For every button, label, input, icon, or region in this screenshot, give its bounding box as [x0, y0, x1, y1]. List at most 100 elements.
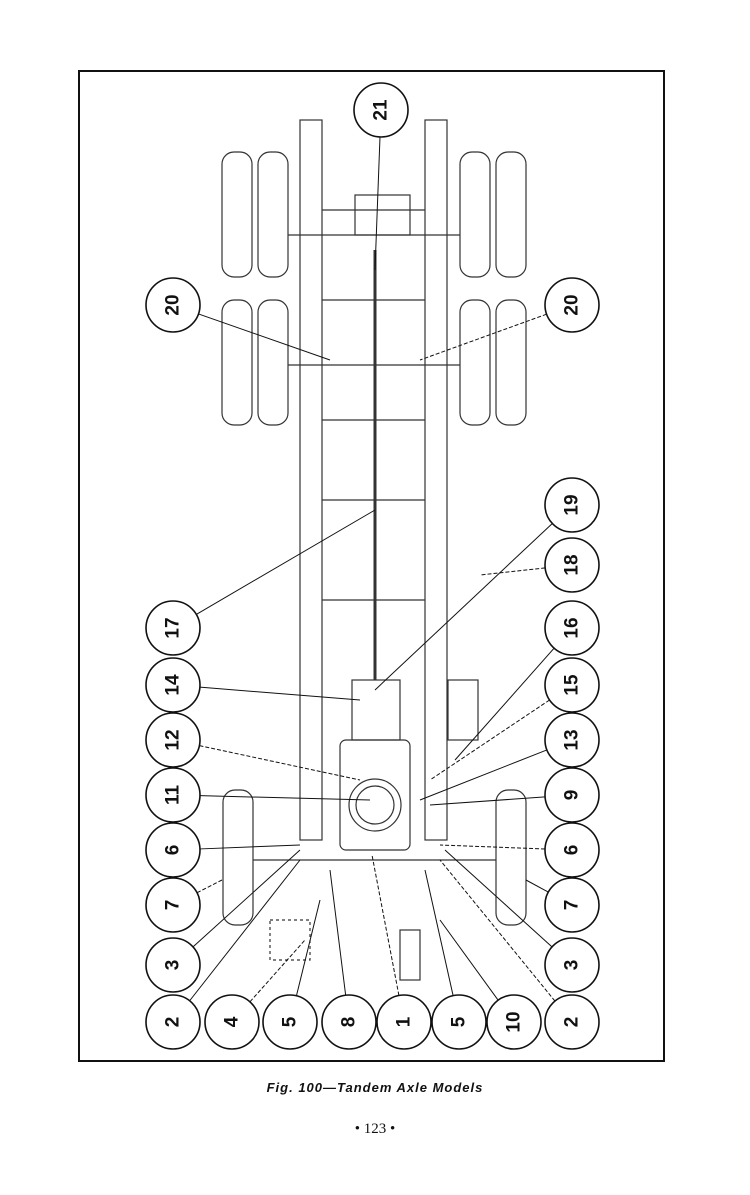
- callout-circle: [145, 877, 201, 933]
- callout-11: 11: [145, 767, 201, 823]
- callout-7: 7: [145, 877, 201, 933]
- leader-line: [329, 869, 347, 996]
- diagram-frame: [78, 70, 665, 1062]
- callout-circle: [204, 994, 260, 1050]
- callout-21: 21: [353, 82, 409, 138]
- callout-number: 7: [562, 900, 583, 911]
- callout-number: 5: [449, 1016, 470, 1027]
- callout-12: 12: [145, 712, 201, 768]
- leader-line: [199, 844, 301, 850]
- callout-number: 13: [562, 729, 583, 750]
- callout-number: 4: [222, 1016, 243, 1027]
- callout-4: 4: [204, 994, 260, 1050]
- callout-circle: [145, 600, 201, 656]
- callout-circle: [544, 657, 600, 713]
- callout-3: 3: [544, 937, 600, 993]
- leader-line: [199, 795, 371, 801]
- callout-number: 7: [163, 900, 184, 911]
- callout-number: 20: [163, 294, 184, 315]
- callout-number: 1: [394, 1016, 415, 1027]
- callout-number: 20: [562, 294, 583, 315]
- callout-number: 21: [371, 99, 392, 121]
- callout-circle: [145, 767, 201, 823]
- callout-circle: [544, 712, 600, 768]
- callout-circle: [486, 994, 542, 1050]
- leader-line: [374, 523, 553, 691]
- callout-circle: [544, 822, 600, 878]
- callout-14: 14: [145, 657, 201, 713]
- callout-20: 20: [544, 277, 600, 333]
- callout-6: 6: [544, 822, 600, 878]
- callout-circle: [145, 712, 201, 768]
- leader-line: [439, 919, 499, 1001]
- callout-number: 6: [562, 845, 583, 856]
- leader-line: [439, 844, 546, 850]
- leader-line: [196, 509, 376, 615]
- callout-18: 18: [544, 537, 600, 593]
- truck-chassis-drawing: [221, 119, 527, 981]
- callout-2: 2: [145, 994, 201, 1050]
- callout-circle: [321, 994, 377, 1050]
- callout-circle: [376, 994, 432, 1050]
- leader-lines: [189, 136, 556, 1003]
- callout-1: 1: [376, 994, 432, 1050]
- leader-line: [371, 854, 400, 996]
- leader-line: [439, 859, 556, 1002]
- callout-number: 18: [562, 554, 583, 575]
- leader-line: [295, 899, 321, 996]
- leader-line: [249, 939, 306, 1003]
- callout-number: 17: [163, 617, 184, 638]
- callout-number: 5: [280, 1016, 301, 1027]
- page-number: • 123 •: [354, 1121, 396, 1137]
- callout-circle: [353, 82, 409, 138]
- callout-circle: [544, 477, 600, 533]
- callout-circle: [544, 877, 600, 933]
- callout-number: 16: [562, 617, 583, 638]
- callout-number: 6: [163, 845, 184, 856]
- callout-20: 20: [145, 277, 201, 333]
- callout-number: 12: [163, 729, 184, 750]
- callout-number: 8: [339, 1017, 360, 1028]
- leader-line: [189, 859, 301, 1002]
- leader-line: [196, 879, 223, 894]
- leader-line: [419, 313, 547, 361]
- leader-line: [192, 849, 301, 948]
- callout-number: 11: [163, 785, 184, 806]
- callout-number: 10: [504, 1011, 525, 1032]
- callout-circle: [145, 994, 201, 1050]
- leader-line: [429, 796, 546, 806]
- leader-line: [198, 313, 331, 361]
- callout-circle: [145, 277, 201, 333]
- callout-number: 19: [562, 494, 583, 515]
- callout-circle: [544, 994, 600, 1050]
- callout-3: 3: [145, 937, 201, 993]
- callout-circle: [544, 767, 600, 823]
- leader-line: [454, 647, 555, 761]
- leader-line: [525, 879, 549, 893]
- callout-circle: [145, 937, 201, 993]
- callout-19: 19: [544, 477, 600, 533]
- callout-10: 10: [486, 994, 542, 1050]
- callout-2: 2: [544, 994, 600, 1050]
- leader-line: [424, 869, 454, 996]
- callout-number: 15: [562, 674, 583, 696]
- callout-8: 8: [321, 994, 377, 1050]
- figure-caption: Fig. 100—Tandem Axle Models: [266, 1080, 484, 1095]
- callout-circle: [544, 277, 600, 333]
- leader-line: [199, 745, 361, 781]
- callout-circle: [544, 537, 600, 593]
- callout-number: 3: [562, 960, 583, 971]
- leader-line: [419, 749, 548, 801]
- callout-16: 16: [544, 600, 600, 656]
- callout-circle: [145, 822, 201, 878]
- callout-number: 9: [562, 790, 583, 801]
- callout-number: 2: [163, 1017, 184, 1028]
- callout-number: 2: [562, 1017, 583, 1028]
- callout-5: 5: [262, 994, 318, 1050]
- leader-line: [374, 136, 381, 271]
- callout-circle: [145, 657, 201, 713]
- leader-line: [199, 686, 361, 701]
- callout-7: 7: [544, 877, 600, 933]
